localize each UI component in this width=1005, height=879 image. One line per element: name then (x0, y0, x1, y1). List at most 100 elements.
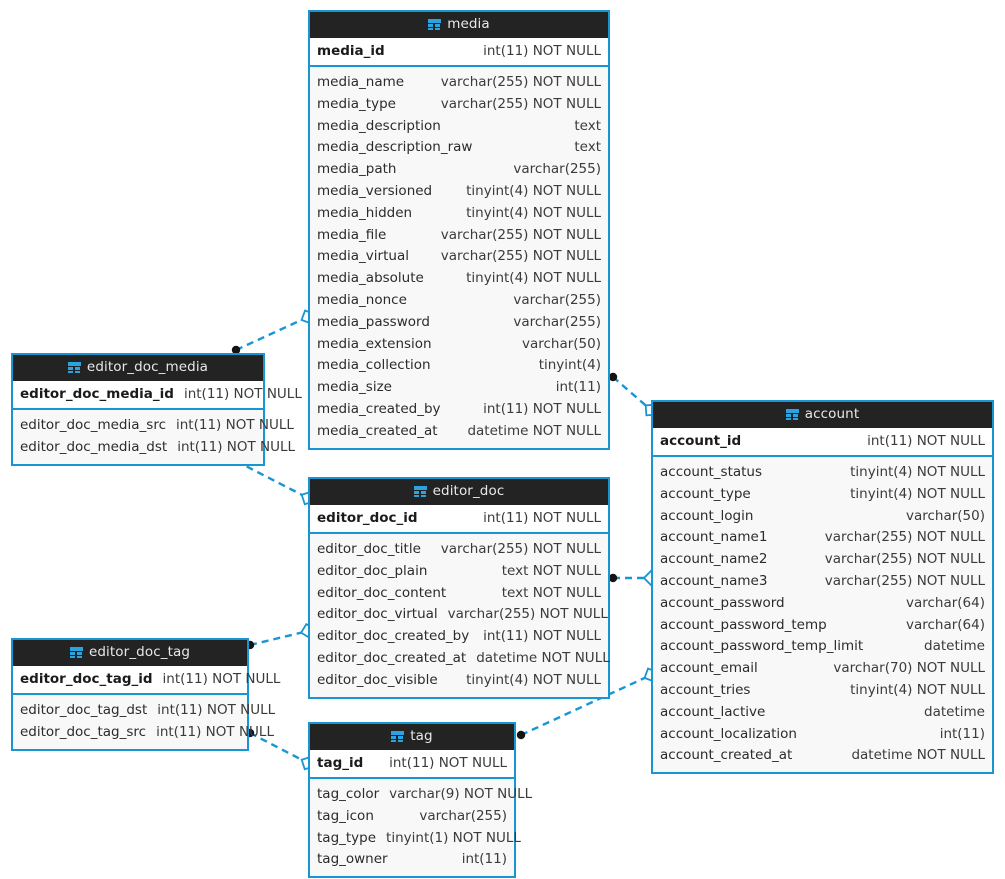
table-icon (785, 409, 799, 420)
relationship-rel-editor_doc_tag-editor_doc[interactable] (245, 622, 317, 650)
field-name: account_id (660, 433, 742, 449)
field-name: account_password (660, 594, 785, 611)
field-type: varchar(255) NOT NULL (440, 74, 601, 90)
entity-header-editor_doc_media[interactable]: editor_doc_media (13, 355, 263, 381)
field-type: tinyint(4) NOT NULL (850, 485, 985, 502)
field-name: account_email (660, 660, 758, 677)
relationship-line (235, 459, 309, 500)
field-name: editor_doc_media_dst (20, 438, 168, 455)
field-name: editor_doc_media_id (20, 386, 174, 402)
field-row[interactable]: media_absolute tinyint(4) NOT NULL (310, 268, 608, 290)
field-name: media_absolute (317, 270, 424, 287)
field-type: int(11) NOT NULL (483, 628, 601, 645)
field-row[interactable]: account_status tinyint(4) NOT NULL (653, 462, 992, 484)
field-name: account_status (660, 464, 763, 480)
field-name: editor_doc_id (317, 510, 418, 526)
entity-header-media[interactable]: media (310, 12, 608, 38)
field-name: media_name (317, 74, 405, 90)
field-type: datetime (924, 638, 985, 655)
field-type: varchar(9) NOT NULL (389, 786, 533, 802)
field-type: varchar(50) (905, 507, 985, 524)
entity-header-editor_doc_tag[interactable]: editor_doc_tag (13, 640, 247, 666)
relationship-endpoint-dot (608, 573, 618, 583)
field-type: tinyint(4) NOT NULL (466, 270, 601, 287)
field-row[interactable]: media_versioned tinyint(4) NOT NULL (310, 181, 608, 203)
field-name: editor_doc_tag_id (20, 671, 153, 687)
field-name: media_description (317, 117, 441, 134)
field-name: account_created_at (660, 747, 793, 764)
field-type: tinyint(4) NOT NULL (466, 182, 601, 199)
field-name: media_versioned (317, 182, 433, 199)
field-type: varchar(255) (419, 807, 507, 824)
field-name: editor_doc_visible (317, 671, 438, 688)
entity-header-tag[interactable]: tag (310, 724, 514, 750)
field-type: tinyint(4) NOT NULL (850, 464, 985, 480)
relationship-rel-media-account[interactable] (608, 372, 658, 417)
field-name: account_tries (660, 681, 751, 698)
entity-header-account[interactable]: account (653, 402, 992, 428)
table-icon (413, 486, 427, 497)
field-row[interactable]: media_name varchar(255) NOT NULL (310, 72, 608, 94)
field-name: media_extension (317, 335, 432, 352)
field-name: media_type (317, 95, 396, 112)
relationship-rel-media-editor_doc_media[interactable] (231, 309, 316, 355)
entity-header-editor_doc[interactable]: editor_doc (310, 479, 608, 505)
field-name: media_created_at (317, 422, 438, 439)
